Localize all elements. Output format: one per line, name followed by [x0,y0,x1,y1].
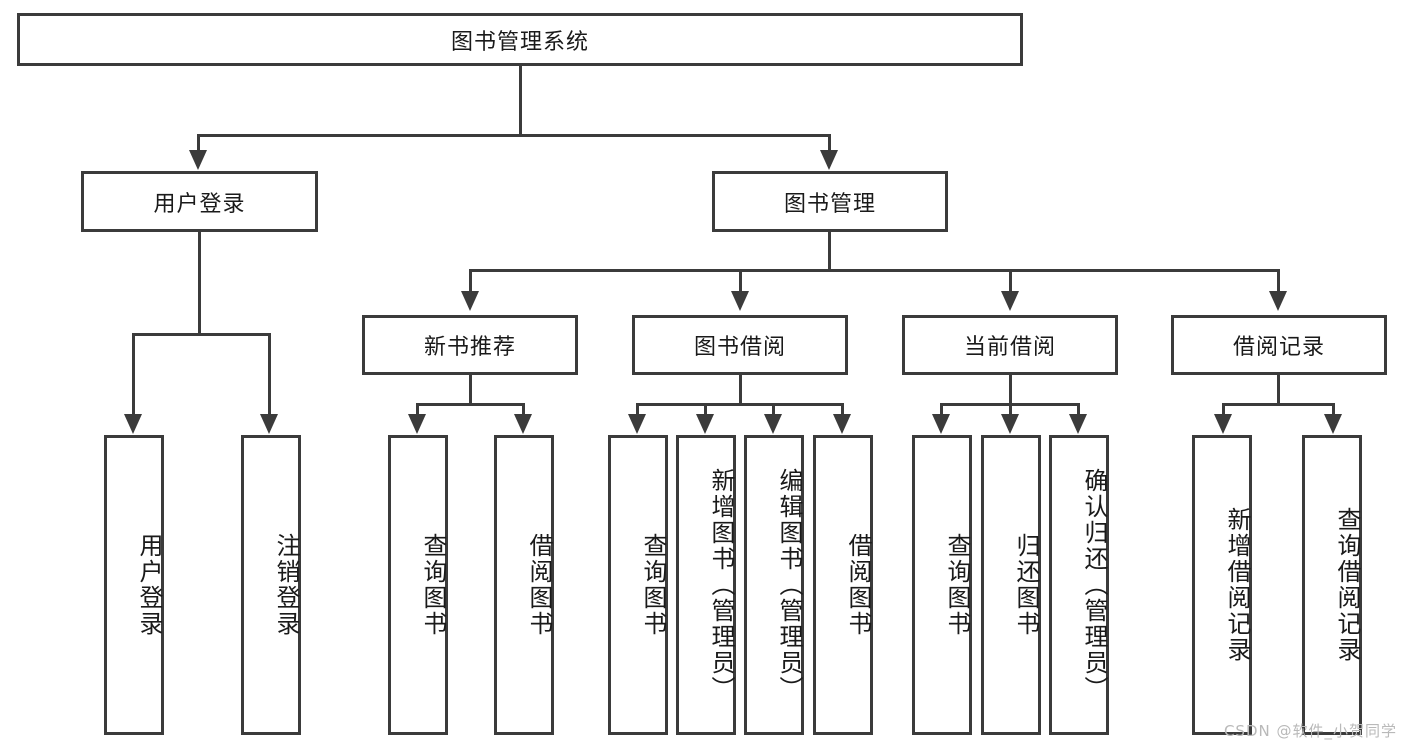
connector-nbr-c2 [522,403,525,419]
connector-bb-c2 [704,403,707,419]
node-leaf-user-logout-label: 注销登录 [272,533,300,637]
connector-cb-c1 [940,403,943,419]
node-book-borrow-label: 图书借阅 [693,335,786,360]
node-current-borrow[interactable]: 当前借阅 [902,315,1118,375]
arrow-to-leaf-query-book-3 [932,414,950,434]
connector-cb-c2 [1009,403,1012,419]
connector-br-c2 [1332,403,1335,419]
connector-root-to-user-login [197,134,200,156]
node-user-login-label: 用户登录 [153,191,246,217]
connector-user-login-right-drop [268,333,271,419]
connector-bb-c1 [636,403,639,419]
arrow-to-leaf-borrow-book-2 [833,414,851,434]
connector-nbr-c1 [416,403,419,419]
connector-book-borrow-stem [739,375,742,406]
node-leaf-return-book-label: 归还图书 [1012,533,1040,637]
arrow-to-leaf-borrow-book-1 [514,414,532,434]
connector-current-borrow-stem [1009,375,1012,406]
node-leaf-borrow-book-1-label: 借阅图书 [525,533,553,637]
connector-to-new-book-recommend [469,269,472,295]
watermark-text: CSDN @软件_小贺同学 [1223,722,1397,740]
node-new-book-recommend[interactable]: 新书推荐 [362,315,578,375]
connector-root-to-book-manage [828,134,831,156]
arrow-to-leaf-edit-book [764,414,782,434]
node-leaf-user-login-label: 用户登录 [135,533,163,637]
node-book-manage-label: 图书管理 [783,191,876,217]
node-leaf-confirm-return[interactable]: 确认归还（管理员） [1049,435,1109,735]
arrow-to-borrow-record [1269,291,1287,311]
node-leaf-query-book-1-label: 查询图书 [419,533,447,637]
arrow-to-leaf-query-book-1 [408,414,426,434]
node-leaf-add-record[interactable]: 新增借阅记录 [1192,435,1252,735]
connector-user-login-bar [132,333,268,336]
node-leaf-user-logout[interactable]: 注销登录 [241,435,301,735]
node-book-borrow[interactable]: 图书借阅 [632,315,848,375]
node-borrow-record-label: 借阅记录 [1232,335,1325,360]
node-user-login[interactable]: 用户登录 [81,171,318,232]
arrow-to-new-book-recommend [461,291,479,311]
node-leaf-edit-book[interactable]: 编辑图书（管理员） [744,435,804,735]
connector-new-book-recommend-bar [416,403,525,406]
connector-book-borrow-bar [636,403,844,406]
connector-to-current-borrow [1009,269,1012,295]
node-leaf-borrow-book-2-label: 借阅图书 [844,533,872,637]
node-root-label: 图书管理系统 [450,29,589,55]
connector-br-c1 [1222,403,1225,419]
node-leaf-confirm-return-label: 确认归还（管理员） [1080,468,1108,702]
arrow-to-current-borrow [1001,291,1019,311]
connector-user-login-left-drop [132,333,135,419]
node-leaf-query-book-2[interactable]: 查询图书 [608,435,668,735]
node-root[interactable]: 图书管理系统 [17,13,1023,66]
node-leaf-query-book-3-label: 查询图书 [943,533,971,637]
connector-borrow-record-bar [1222,403,1335,406]
arrow-root-to-book-manage [820,150,838,170]
connector-root-stem [519,66,522,136]
node-leaf-add-record-label: 新增借阅记录 [1223,507,1251,663]
arrow-to-leaf-confirm-return [1069,414,1087,434]
connector-user-login-stem [198,232,201,336]
arrow-root-to-user-login [189,150,207,170]
connector-cb-c3 [1077,403,1080,419]
node-leaf-borrow-book-2[interactable]: 借阅图书 [813,435,873,735]
connector-new-book-recommend-stem [469,375,472,406]
node-leaf-query-book-3[interactable]: 查询图书 [912,435,972,735]
connector-to-borrow-record [1277,269,1280,295]
connector-book-manage-bar [469,269,1280,272]
connector-bb-c3 [772,403,775,419]
node-leaf-user-login[interactable]: 用户登录 [104,435,164,735]
node-leaf-edit-book-label: 编辑图书（管理员） [775,468,803,702]
node-leaf-add-book[interactable]: 新增图书（管理员） [676,435,736,735]
arrow-to-leaf-user-logout [260,414,278,434]
connector-to-book-borrow [739,269,742,295]
arrow-to-leaf-query-book-2 [628,414,646,434]
connector-bb-c4 [841,403,844,419]
node-book-manage[interactable]: 图书管理 [712,171,948,232]
node-leaf-borrow-book-1[interactable]: 借阅图书 [494,435,554,735]
arrow-to-leaf-add-book [696,414,714,434]
arrow-to-leaf-return-book [1001,414,1019,434]
node-borrow-record[interactable]: 借阅记录 [1171,315,1387,375]
node-new-book-recommend-label: 新书推荐 [423,335,516,360]
arrow-to-leaf-user-login [124,414,142,434]
node-leaf-query-book-2-label: 查询图书 [639,533,667,637]
node-leaf-add-book-label: 新增图书（管理员） [707,468,735,702]
node-leaf-query-record[interactable]: 查询借阅记录 [1302,435,1362,735]
arrow-to-leaf-add-record [1214,414,1232,434]
node-current-borrow-label: 当前借阅 [963,335,1056,360]
connector-book-manage-stem [828,232,831,272]
node-leaf-query-record-label: 查询借阅记录 [1333,507,1361,663]
connector-borrow-record-stem [1277,375,1280,406]
arrow-to-leaf-query-record [1324,414,1342,434]
node-leaf-query-book-1[interactable]: 查询图书 [388,435,448,735]
connector-root-bar [197,134,831,137]
node-leaf-return-book[interactable]: 归还图书 [981,435,1041,735]
arrow-to-book-borrow [731,291,749,311]
